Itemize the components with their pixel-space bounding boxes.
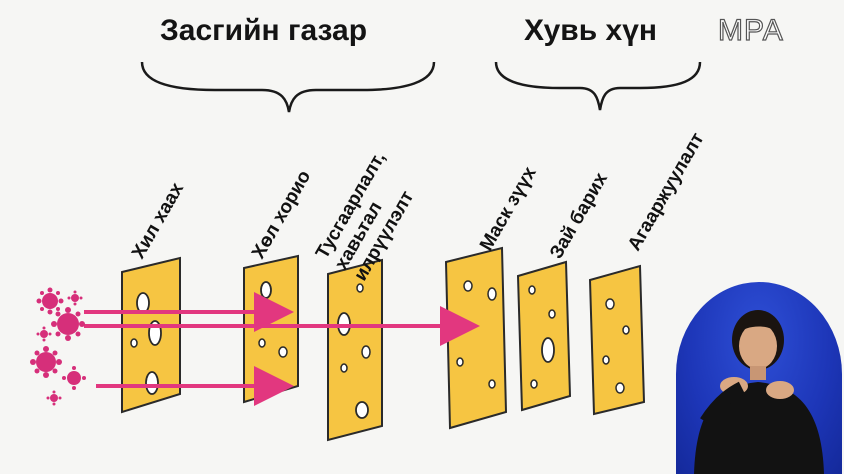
virus-icon	[36, 287, 64, 315]
government-brace	[140, 61, 436, 113]
cheese-slice-isolation	[327, 258, 383, 442]
virus-cluster	[30, 287, 86, 406]
sign-language-interpreter	[676, 282, 842, 474]
cheese-slice-lockdown	[243, 254, 299, 404]
channel-watermark: MPA	[717, 13, 784, 47]
virus-icon	[62, 366, 86, 390]
cheese-slice-distancing	[516, 260, 572, 412]
interpreter-figure	[694, 310, 824, 474]
personal-group-title: Хувь хүн	[524, 14, 658, 47]
virus-icon	[36, 326, 52, 342]
virus-icon	[46, 390, 62, 406]
virus-icon	[51, 307, 85, 341]
virus-icon	[67, 290, 83, 306]
cheese-slice-border-closure	[121, 256, 181, 414]
virus-icon	[30, 346, 62, 378]
government-group-title: Засгийн газар	[160, 14, 368, 47]
cheese-slice-mask	[444, 246, 508, 430]
personal-brace	[494, 61, 702, 111]
cheese-slice-ventilation	[588, 264, 646, 416]
